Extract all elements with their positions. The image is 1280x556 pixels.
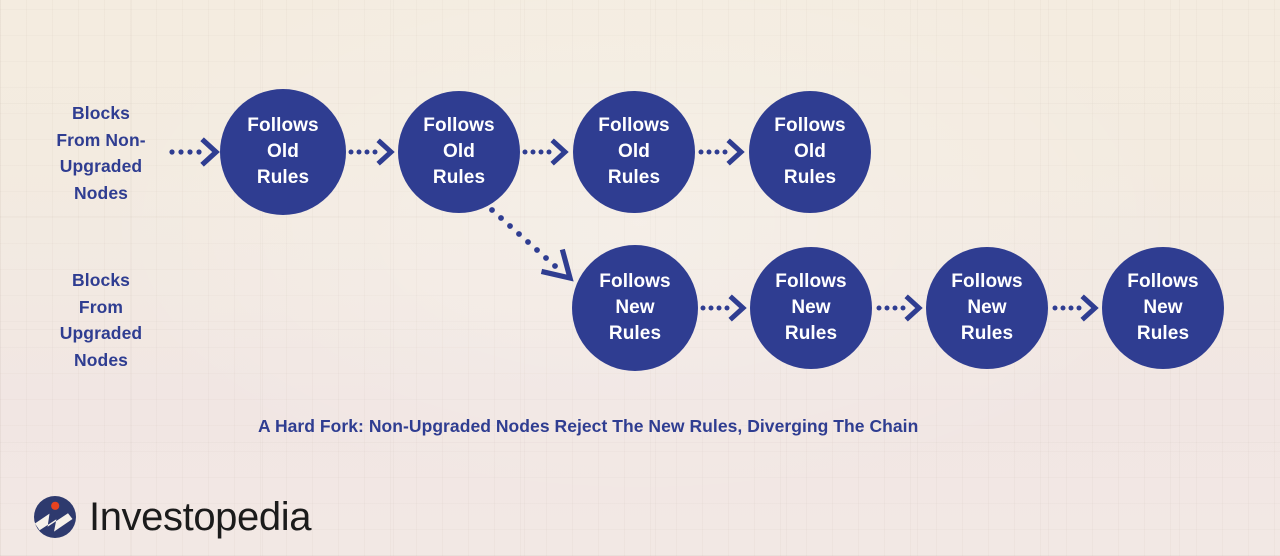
node-line: Follows bbox=[599, 270, 671, 292]
node-line: Rules bbox=[1136, 323, 1190, 344]
node-old-rules-4[interactable]: Follows Old Rules bbox=[749, 91, 871, 213]
node-line: Old bbox=[794, 140, 826, 162]
node-new-rules-3[interactable]: Follows New Rules bbox=[926, 247, 1048, 369]
chain-arrow-bottom-2 bbox=[876, 294, 923, 322]
node-old-rules-2[interactable]: Follows Old Rules bbox=[398, 91, 520, 213]
node-line: Rules bbox=[256, 167, 310, 188]
node-old-rules-1[interactable]: Follows Old Rules bbox=[220, 89, 346, 215]
node-line: Old bbox=[443, 140, 475, 162]
node-line: Old bbox=[618, 140, 650, 162]
node-new-rules-1[interactable]: Follows New Rules bbox=[572, 245, 698, 371]
node-old-rules-3[interactable]: Follows Old Rules bbox=[573, 91, 695, 213]
node-line: New bbox=[1143, 296, 1183, 318]
node-line: Follows bbox=[598, 114, 670, 136]
node-line: Follows bbox=[247, 114, 319, 136]
node-line: Follows bbox=[423, 114, 495, 136]
investopedia-wordmark: Investopedia bbox=[89, 495, 312, 539]
row-label-line: From bbox=[78, 296, 124, 317]
node-new-rules-2[interactable]: Follows New Rules bbox=[750, 247, 872, 369]
row-label-line: From Non- bbox=[56, 129, 146, 150]
row-label-line: Upgraded bbox=[59, 156, 143, 177]
node-line: Rules bbox=[784, 323, 838, 344]
investopedia-logo[interactable]: Investopedia bbox=[33, 495, 311, 539]
row-label-line: Blocks bbox=[72, 103, 130, 123]
node-line: Follows bbox=[951, 270, 1023, 292]
node-line: Rules bbox=[607, 167, 661, 188]
node-line: Follows bbox=[775, 270, 847, 292]
node-line: Rules bbox=[432, 167, 486, 188]
node-line: Follows bbox=[774, 114, 846, 136]
diagram-caption: A Hard Fork: Non-Upgraded Nodes Reject T… bbox=[258, 416, 919, 436]
chain-arrow-bottom-3 bbox=[1052, 294, 1099, 322]
node-new-rules-4[interactable]: Follows New Rules bbox=[1102, 247, 1224, 369]
chain-arrow-bottom-1 bbox=[700, 294, 747, 322]
node-line: Rules bbox=[783, 167, 837, 188]
investopedia-i-logo-icon bbox=[34, 496, 76, 538]
entry-arrow-non-upgraded bbox=[169, 137, 220, 167]
row-label-line: Blocks bbox=[72, 270, 130, 290]
row-label-non-upgraded: Blocks From Non- Upgraded Nodes bbox=[26, 100, 176, 206]
row-label-line: Nodes bbox=[74, 349, 128, 370]
node-line: Old bbox=[267, 140, 299, 162]
row-label-line: Nodes bbox=[74, 182, 128, 203]
row-label-line: Upgraded bbox=[59, 323, 143, 344]
node-line: Follows bbox=[1127, 270, 1199, 292]
node-line: Rules bbox=[960, 323, 1014, 344]
row-label-upgraded: Blocks From Upgraded Nodes bbox=[26, 267, 176, 373]
chain-arrow-top-3 bbox=[698, 138, 745, 166]
fork-arrow-old-to-new bbox=[489, 207, 574, 282]
node-line: New bbox=[615, 296, 655, 318]
chain-arrow-top-2 bbox=[522, 138, 569, 166]
node-line: New bbox=[791, 296, 831, 318]
chain-arrow-top-1 bbox=[348, 138, 395, 166]
node-line: New bbox=[967, 296, 1007, 318]
node-line: Rules bbox=[608, 323, 662, 344]
